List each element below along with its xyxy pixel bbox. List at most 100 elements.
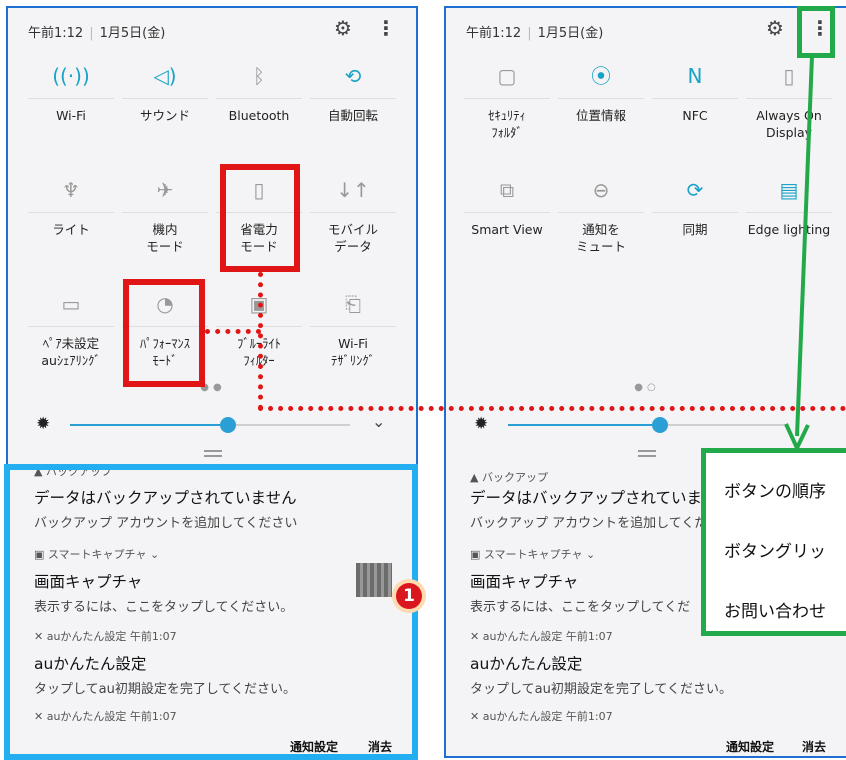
tile-label: 自動回転 [327,108,378,123]
tile-wifi-tethering[interactable]: ⎗ Wi-Fi ﾃｻﾞﾘﾝｸﾞ [306,290,400,369]
status-bar: 午前1:12|1月5日(金) [466,26,604,41]
chevron-down-icon[interactable]: ⌄ [372,412,386,431]
brightness-slider[interactable]: ✹ [474,412,834,438]
tile-bluetooth[interactable]: ᛒ Bluetooth [212,62,306,124]
tile-performance-mode[interactable]: ◔ ﾊﾟﾌｫｰﾏﾝｽ ﾓｰﾄﾞ [118,290,212,369]
tile-nfc[interactable]: N NFC [648,62,742,124]
notification-title: データはバックアップされていません [34,489,297,507]
gear-icon[interactable]: ⚙ [766,16,784,40]
notification-header: auかんたん設定 午前1:07 [482,630,613,643]
more-options-icon[interactable]: ⋮ [376,16,396,40]
drag-handle-line [204,455,222,457]
slider-knob[interactable] [652,417,668,433]
image-icon: ▣ [470,548,484,561]
warning-icon: ▲ [34,465,46,478]
always-on-icon: ▯ [783,64,795,88]
status-time: 午前1:12 [466,26,522,41]
tile-location[interactable]: ⦿ 位置情報 [554,62,648,124]
backup-header: バックアップ [481,471,548,484]
notification-settings-button[interactable]: 通知設定 [726,740,775,754]
location-icon: ⦿ [591,64,611,88]
step-number: 1 [396,583,422,609]
notification-title: auかんたん設定 [470,655,583,673]
status-date: 1月5日(金) [99,26,166,41]
battery-icon: ▯ [253,178,265,202]
more-options-icon[interactable]: ⋮ [810,16,830,40]
notification-title: データはバックアップされていませ [470,489,718,507]
notification-title: 画面キャプチャ [34,573,143,591]
flashlight-icon: ♆ [62,178,80,202]
tile-label: 通知を ミュート [575,222,626,254]
brightness-icon: ✹ [474,414,489,434]
notification-header: スマートキャプチャ ⌄ [483,548,596,561]
nfc-icon: N [687,64,703,88]
tile-label: 位置情報 [575,108,626,123]
sync-icon: ⟳ [686,178,704,202]
notification-smart-capture[interactable]: ▣ スマートキャプチャ ⌄ 画面キャプチャ 表示するには、ここをタップしてくださ… [34,546,416,615]
notification-header: スマートキャプチャ ⌄ [47,548,160,561]
brightness-slider[interactable]: ✹ ⌄ [36,412,396,438]
notification-au-settings[interactable]: ✕ auかんたん設定 午前1:07 auかんたん設定 タップしてau初期設定を完… [34,628,416,697]
gear-icon[interactable]: ⚙ [334,16,352,40]
notification-au-settings-2[interactable]: ✕ auかんたん設定 午前1:07 [470,708,846,724]
notification-smart-capture[interactable]: ▣ スマートキャプチャ ⌄ 画面キャプチャ 表示するには、ここをタップしてくだ [470,546,846,615]
red-dotted-connector-vertical [258,272,263,410]
edge-lighting-icon: ▤ [779,178,799,202]
tile-auto-rotate[interactable]: ⟲ 自動回転 [306,62,400,124]
tile-sound[interactable]: ◁) サウンド [118,62,212,124]
tile-power-saving[interactable]: ▯ 省電力 モード [212,176,306,255]
image-icon: ▣ [34,548,48,561]
slider-fill [70,424,228,426]
tile-sync[interactable]: ⟳ 同期 [648,176,742,238]
tile-label: Bluetooth [228,108,290,123]
tile-label: モバイル データ [327,222,378,254]
tile-label: ｾｷｭﾘﾃｨ ﾌｫﾙﾀﾞ [488,108,526,140]
notification-subtitle: バックアップ アカウントを追加してください [34,516,298,531]
tools-icon: ✕ [470,710,483,723]
mute-icon: ⊖ [592,178,610,202]
page-indicator: ●○ [634,382,660,393]
slider-knob[interactable] [220,417,236,433]
tile-airplane[interactable]: ✈ 機内 モード [118,176,212,255]
menu-item-button-order[interactable]: ボタンの順序 [724,482,826,502]
tools-icon: ✕ [470,630,483,643]
tools-icon: ✕ [34,630,47,643]
menu-item-contact[interactable]: お問い合わせ [724,602,826,622]
tile-au-sharing[interactable]: ▭ ﾍﾟｱ未設定 auｼｪｱﾘﾝｸﾞ [24,290,118,369]
screenshot-thumbnail [356,563,392,597]
tile-wifi[interactable]: ((·)) Wi-Fi [24,62,118,124]
notification-au-settings-2[interactable]: ✕ auかんたん設定 午前1:07 [34,708,416,724]
slider-fill [508,424,658,426]
tile-flashlight[interactable]: ♆ ライト [24,176,118,238]
notification-subtitle: タップしてau初期設定を完了してください。 [470,682,733,697]
wifi-icon: ((·)) [52,64,90,88]
brightness-icon: ✹ [36,414,51,434]
tile-label: ﾍﾟｱ未設定 auｼｪｱﾘﾝｸﾞ [41,336,101,368]
tile-secure-folder[interactable]: ▢ ｾｷｭﾘﾃｨ ﾌｫﾙﾀﾞ [460,62,554,141]
tile-label: ﾊﾟﾌｫｰﾏﾝｽ ﾓｰﾄﾞ [139,336,190,368]
sound-icon: ◁) [153,64,177,88]
status-time: 午前1:12 [28,26,84,41]
drag-handle[interactable] [204,450,222,452]
smart-view-icon: ⧉ [499,178,515,202]
notification-subtitle: 表示するには、ここをタップしてください。 [34,600,294,615]
tile-smart-view[interactable]: ⧉ Smart View [460,176,554,238]
performance-highlight-box [123,279,205,387]
menu-item-button-grid[interactable]: ボタングリッ [724,542,826,562]
drag-handle[interactable] [638,450,656,452]
notification-au-settings[interactable]: ✕ auかんたん設定 午前1:07 auかんたん設定 タップしてau初期設定を完… [470,628,846,697]
left-quick-panel: 午前1:12|1月5日(金) ⚙ ⋮ ((·)) Wi-Fi ◁) サウンド ᛒ… [6,6,418,758]
tile-mobile-data[interactable]: ↓↑ モバイル データ [306,176,400,255]
drag-handle-line [638,455,656,457]
notification-backup[interactable]: データはバックアップされていません バックアップ アカウントを追加してください [34,486,416,531]
notification-settings-button[interactable]: 通知設定 [290,740,339,754]
tile-mute[interactable]: ⊖ 通知を ミュート [554,176,648,255]
red-dotted-connector-short [205,329,261,334]
notification-backup[interactable]: データはバックアップされていませ バックアップ アカウントを追加してくだ [470,486,846,531]
notification-subtitle: 表示するには、ここをタップしてくだ [470,600,691,615]
tile-label: NFC [682,108,708,123]
clear-button[interactable]: 消去 [802,740,827,754]
clear-button[interactable]: 消去 [368,740,393,754]
options-menu: ボタンの順序 ボタングリッ お問い合わせ [701,448,846,636]
more-options-highlight-box [797,6,835,58]
